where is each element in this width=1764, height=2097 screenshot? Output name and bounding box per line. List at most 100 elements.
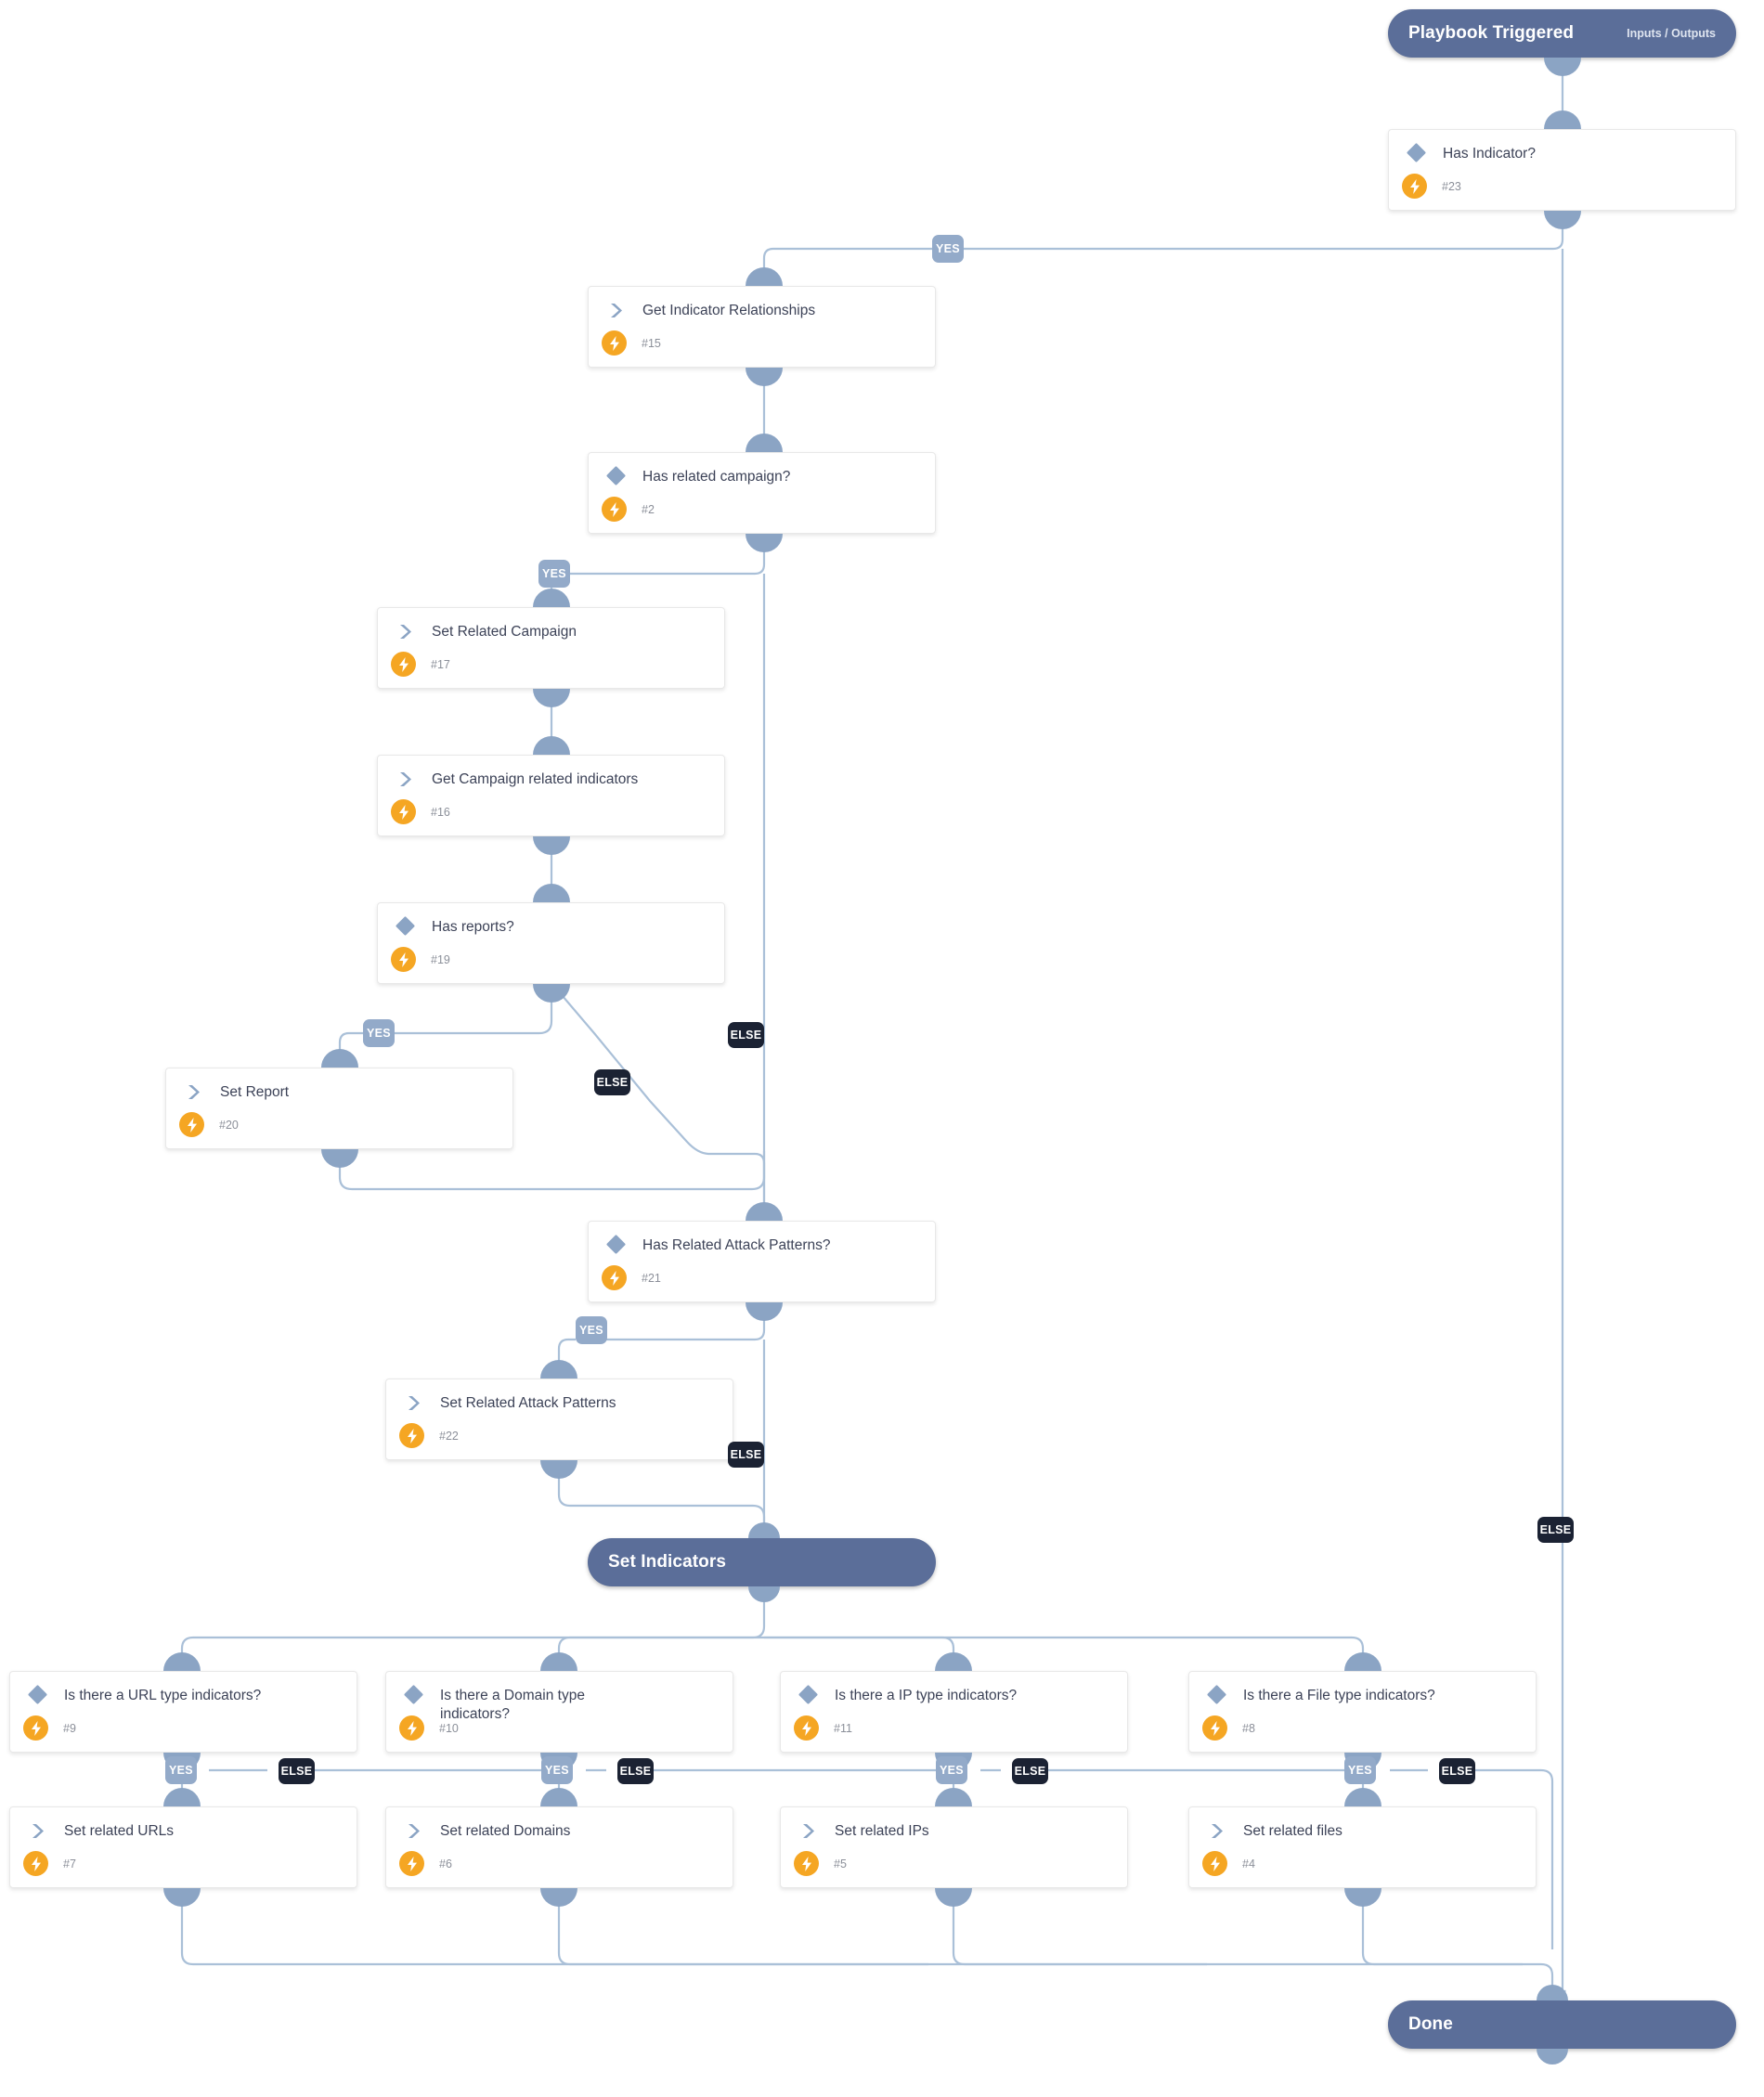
automation-bolt-icon xyxy=(391,652,416,677)
node-set-related-urls[interactable]: Set related URLs #7 xyxy=(9,1806,357,1888)
node-number: #4 xyxy=(1242,1857,1255,1870)
edge-label-yes-file[interactable]: YES xyxy=(1344,1756,1376,1784)
node-title: Done xyxy=(1408,2014,1453,2034)
node-number: #6 xyxy=(439,1857,452,1870)
automation-bolt-icon xyxy=(399,1423,424,1448)
node-number: #2 xyxy=(642,502,655,516)
edge-label-else-domain[interactable]: ELSE xyxy=(617,1758,654,1784)
automation-bolt-icon xyxy=(1202,1851,1227,1876)
edge-label-yes-has-related-campaign[interactable]: YES xyxy=(538,560,570,588)
edge-label-yes-has-reports[interactable]: YES xyxy=(363,1019,395,1047)
edge-label-else-has-reports[interactable]: ELSE xyxy=(594,1069,630,1095)
node-number: #19 xyxy=(431,952,450,966)
edge-label-yes-url[interactable]: YES xyxy=(165,1756,197,1784)
node-set-related-ips[interactable]: Set related IPs #5 xyxy=(780,1806,1128,1888)
node-title: Is there a Domain type indicators? xyxy=(440,1688,585,1723)
node-is-file-type-indicators[interactable]: Is there a File type indicators? #8 xyxy=(1188,1671,1537,1753)
node-get-indicator-relationships[interactable]: Get Indicator Relationships #15 xyxy=(588,286,936,368)
node-number: #9 xyxy=(63,1721,76,1735)
chevron-right-icon xyxy=(401,1822,425,1839)
node-done[interactable]: Done xyxy=(1388,2000,1736,2049)
node-number: #22 xyxy=(439,1429,459,1443)
node-number: #7 xyxy=(63,1857,76,1870)
node-title: Set Report xyxy=(220,1084,290,1100)
diamond-icon xyxy=(1204,1684,1228,1705)
node-is-url-type-indicators[interactable]: Is there a URL type indicators? #9 xyxy=(9,1671,357,1753)
node-is-domain-type-indicators[interactable]: Is there a Domain type indicators? #10 xyxy=(385,1671,733,1753)
node-set-related-campaign[interactable]: Set Related Campaign #17 xyxy=(377,607,725,689)
edge-label-else-has-related-campaign[interactable]: ELSE xyxy=(728,1022,764,1048)
node-title: Set related IPs xyxy=(835,1823,929,1839)
automation-bolt-icon xyxy=(602,1265,627,1290)
node-title: Is there a File type indicators? xyxy=(1243,1688,1435,1703)
node-is-ip-type-indicators[interactable]: Is there a IP type indicators? #11 xyxy=(780,1671,1128,1753)
node-number: #11 xyxy=(834,1721,852,1735)
node-number: #8 xyxy=(1242,1721,1255,1735)
automation-bolt-icon xyxy=(179,1112,204,1137)
chevron-right-icon xyxy=(181,1083,205,1100)
edge-label-else-has-indicator[interactable]: ELSE xyxy=(1537,1517,1574,1543)
node-number: #23 xyxy=(1442,179,1461,193)
node-title: Set Related Campaign xyxy=(432,624,577,640)
chevron-right-icon xyxy=(401,1394,425,1411)
node-set-report[interactable]: Set Report #20 xyxy=(165,1068,513,1149)
node-title: Playbook Triggered xyxy=(1408,23,1575,43)
node-get-campaign-related-indicators[interactable]: Get Campaign related indicators #16 xyxy=(377,755,725,836)
chevron-right-icon xyxy=(25,1822,49,1839)
node-title: Get Campaign related indicators xyxy=(432,771,639,787)
diamond-icon xyxy=(1404,142,1428,163)
node-title: Has Indicator? xyxy=(1443,146,1536,162)
node-number: #15 xyxy=(642,336,661,350)
node-number: #17 xyxy=(431,657,450,671)
chevron-right-icon xyxy=(603,302,628,318)
node-title: Get Indicator Relationships xyxy=(642,303,816,318)
node-has-indicator[interactable]: Has Indicator? #23 xyxy=(1388,129,1736,211)
node-title: Has Related Attack Patterns? xyxy=(642,1237,831,1253)
node-set-indicators[interactable]: Set Indicators xyxy=(588,1538,936,1586)
chevron-right-icon xyxy=(796,1822,820,1839)
diamond-icon xyxy=(603,1234,628,1255)
automation-bolt-icon xyxy=(399,1715,424,1741)
node-title: Is there a IP type indicators? xyxy=(835,1688,1018,1703)
diamond-icon xyxy=(401,1684,425,1705)
inputs-outputs-link[interactable]: Inputs / Outputs xyxy=(1627,27,1716,40)
node-set-related-domains[interactable]: Set related Domains #6 xyxy=(385,1806,733,1888)
node-set-related-attack-patterns[interactable]: Set Related Attack Patterns #22 xyxy=(385,1379,733,1460)
chevron-right-icon xyxy=(1204,1822,1228,1839)
node-set-related-files[interactable]: Set related files #4 xyxy=(1188,1806,1537,1888)
automation-bolt-icon xyxy=(391,947,416,972)
diamond-icon xyxy=(796,1684,820,1705)
node-number: #5 xyxy=(834,1857,847,1870)
node-title: Set related Domains xyxy=(440,1823,571,1839)
node-title: Has related campaign? xyxy=(642,469,791,485)
node-title: Set related files xyxy=(1243,1823,1342,1839)
node-has-reports[interactable]: Has reports? #19 xyxy=(377,902,725,984)
edge-label-yes-domain[interactable]: YES xyxy=(541,1756,573,1784)
edge-label-else-ip[interactable]: ELSE xyxy=(1012,1758,1048,1784)
node-title: Set related URLs xyxy=(64,1823,175,1839)
automation-bolt-icon xyxy=(1202,1715,1227,1741)
chevron-right-icon xyxy=(393,770,417,787)
edge-label-else-file[interactable]: ELSE xyxy=(1439,1758,1475,1784)
chevron-right-icon xyxy=(393,623,417,640)
node-title: Set Indicators xyxy=(608,1552,727,1572)
automation-bolt-icon xyxy=(602,497,627,522)
edge-label-else-has-related-attack-patterns[interactable]: ELSE xyxy=(728,1442,764,1468)
edge-label-yes-has-related-attack-patterns[interactable]: YES xyxy=(576,1316,607,1344)
automation-bolt-icon xyxy=(1402,174,1427,199)
edge-label-yes-ip[interactable]: YES xyxy=(936,1756,967,1784)
diamond-icon xyxy=(603,465,628,486)
edge-label-yes-has-indicator[interactable]: YES xyxy=(932,235,964,263)
node-has-related-attack-patterns[interactable]: Has Related Attack Patterns? #21 xyxy=(588,1221,936,1302)
node-title: Has reports? xyxy=(432,919,514,935)
automation-bolt-icon xyxy=(794,1715,819,1741)
node-number: #20 xyxy=(219,1118,239,1132)
automation-bolt-icon xyxy=(794,1851,819,1876)
automation-bolt-icon xyxy=(602,330,627,356)
node-title: Set Related Attack Patterns xyxy=(440,1395,616,1411)
edge-label-else-url[interactable]: ELSE xyxy=(279,1758,315,1784)
node-has-related-campaign[interactable]: Has related campaign? #2 xyxy=(588,452,936,534)
automation-bolt-icon xyxy=(399,1851,424,1876)
node-playbook-triggered[interactable]: Playbook Triggered Inputs / Outputs xyxy=(1388,9,1736,58)
